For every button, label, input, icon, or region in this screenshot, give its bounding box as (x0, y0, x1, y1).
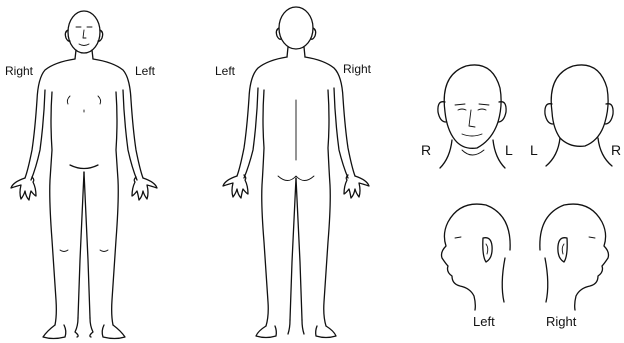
head-front-l-label: L (505, 143, 513, 157)
back-body-right-label: Right (343, 63, 371, 75)
head-back-l-label: L (530, 143, 538, 157)
back-body-figure (223, 7, 369, 338)
profile-right-label: Right (546, 315, 576, 328)
head-front-figure (438, 65, 506, 168)
back-body-left-label: Left (215, 65, 235, 77)
head-profile-left-figure (442, 204, 511, 310)
profile-left-label: Left (473, 315, 495, 328)
head-back-r-label: R (611, 143, 621, 157)
front-body-right-label: Right (5, 65, 33, 77)
front-body-left-label: Left (135, 65, 155, 77)
head-profile-right-figure (540, 204, 609, 310)
head-back-figure (545, 65, 613, 166)
front-body-figure (11, 11, 157, 339)
head-front-r-label: R (421, 143, 431, 157)
